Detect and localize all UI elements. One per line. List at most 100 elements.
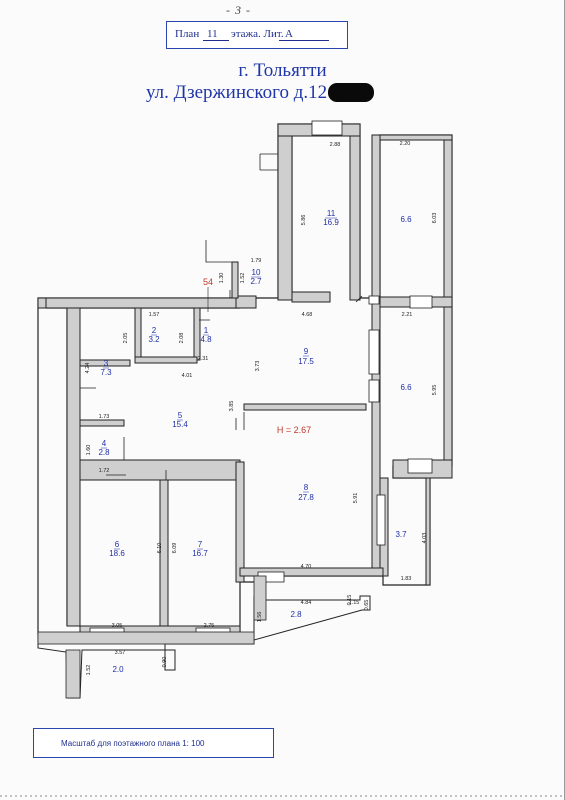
dim-3-05: 3.05 (112, 623, 123, 629)
scale-note: Масштаб для поэтажного плана 1: 100 (61, 739, 205, 748)
wall-bath-bottom (134, 356, 198, 364)
room-7-num: 7 (198, 540, 203, 549)
room-4-num: 4 (102, 439, 107, 448)
room-5-area: 15.4 (172, 420, 188, 429)
window-loggia-1 (409, 295, 433, 309)
ceiling-height: H = 2.67 (277, 425, 311, 435)
dim-1-60: 1.60 (86, 445, 92, 456)
wall-room3-right (79, 359, 131, 367)
dim-3-85: 3.85 (229, 401, 235, 412)
dim-3-57: 3.57 (115, 650, 126, 656)
apartment-number: 54 (203, 277, 213, 287)
address-street: ул. Дзержинского д.12 (146, 82, 328, 103)
dim-3-73: 3.73 (255, 361, 261, 372)
dim-0-65: 0.65 (364, 600, 370, 611)
loggia-mid-area: 6.6 (400, 383, 412, 392)
dim-4-70: 4.70 (301, 564, 312, 570)
wall-right-room7 (235, 461, 245, 583)
riser-room10 (205, 153, 278, 298)
balcony-bottom-outline (253, 595, 371, 641)
dim-0-90: 0.90 (162, 657, 168, 668)
wall-room6-7 (159, 479, 169, 631)
wall-bath-right (193, 307, 201, 361)
room-11-area: 16.9 (323, 218, 339, 227)
room-4-area: 2.8 (98, 448, 110, 457)
loggia-top-area: 6.6 (400, 215, 412, 224)
dim-1-57: 1.57 (149, 312, 160, 318)
dim-2-08: 2.08 (179, 333, 185, 344)
room-9-area: 17.5 (298, 357, 314, 366)
dim-4-68: 4.68 (302, 312, 313, 318)
dim-2-20: 2.20 (400, 141, 411, 147)
room-9-num: 9 (304, 347, 309, 356)
wall-8-bottom (239, 567, 384, 577)
balcony-bottom-wall (253, 575, 267, 621)
room-10-area: 2.7 (250, 277, 262, 286)
room-10-num: 10 (252, 268, 261, 277)
redaction-mark (328, 83, 374, 102)
room-6-area: 18.6 (109, 549, 125, 558)
room-1-num: 1 (204, 326, 209, 335)
wall-tower-left (277, 123, 293, 301)
loggia-right-area: 3.7 (395, 530, 407, 539)
dim-5-95: 5.95 (432, 385, 438, 396)
dim-2-21: 2.21 (402, 312, 413, 318)
room-7-area: 16.7 (192, 549, 208, 558)
dim-5-86: 5.86 (301, 215, 307, 226)
window-room8 (376, 494, 386, 546)
wall-tower-right (349, 135, 361, 301)
floor-underline (203, 40, 229, 41)
dim-1-83: 1.83 (401, 576, 412, 582)
window-room9 (368, 329, 380, 375)
door-lines (80, 295, 363, 480)
wall-room4-top (79, 419, 125, 427)
window-room9-b (368, 379, 380, 403)
outer-wall (37, 123, 453, 635)
wall-corridor (235, 295, 257, 309)
dim-1-56: 1.56 (257, 612, 263, 623)
room-8-num: 8 (304, 483, 309, 492)
dim-2-31: 2.31 (198, 356, 209, 362)
dim-6-09: 6.09 (172, 543, 178, 554)
dim-6-03: 6.03 (432, 213, 438, 224)
address-city: г. Тольятти (238, 60, 327, 81)
room-5-num: 5 (178, 411, 183, 420)
dim-4-24: 4.24 (85, 363, 91, 374)
dim-1-52-bottom: 1.52 (86, 665, 92, 676)
wall-top-left (45, 297, 243, 309)
wall-bath-left (134, 307, 142, 361)
liter-value: А (285, 28, 293, 40)
wall-partition-9 (243, 403, 367, 411)
wall-left-vert (66, 307, 81, 627)
dim-0-15: 0.15 (347, 595, 353, 606)
wall-right-box (425, 477, 431, 586)
floor-number: 11 (207, 28, 218, 40)
room-11-num: 11 (327, 209, 336, 218)
dim-1-79: 1.79 (251, 258, 262, 264)
room-2-num: 2 (152, 326, 157, 335)
scale-note-box: Масштаб для поэтажного плана 1: 100 (33, 728, 274, 758)
room-2-area: 3.2 (148, 335, 160, 344)
wall-loggia-top (379, 134, 453, 141)
dim-1-72: 1.72 (99, 468, 110, 474)
dim-1-15: 1.15 (349, 600, 360, 606)
dim-6-10: 6.10 (157, 543, 163, 554)
dim-4-01: 4.01 (182, 373, 193, 379)
dim-1-73: 1.73 (99, 414, 110, 420)
dim-2-05: 2.05 (123, 333, 129, 344)
liter-underline (279, 40, 329, 41)
balcony-left-area: 2.0 (112, 665, 124, 674)
room-1-area: 4.8 (200, 335, 212, 344)
wall-top-right (291, 291, 331, 303)
room-6-num: 6 (115, 540, 120, 549)
floor-suffix: этажа. Лит. (231, 28, 284, 40)
room-3-area: 7.3 (100, 368, 112, 377)
dim-4-03: 4.03 (422, 533, 428, 544)
wall-room10 (231, 261, 239, 299)
window-top (311, 120, 343, 136)
scan-edge-noise (0, 795, 565, 797)
page-number: - 3 - (226, 3, 251, 17)
dim-5-91: 5.91 (353, 493, 359, 504)
